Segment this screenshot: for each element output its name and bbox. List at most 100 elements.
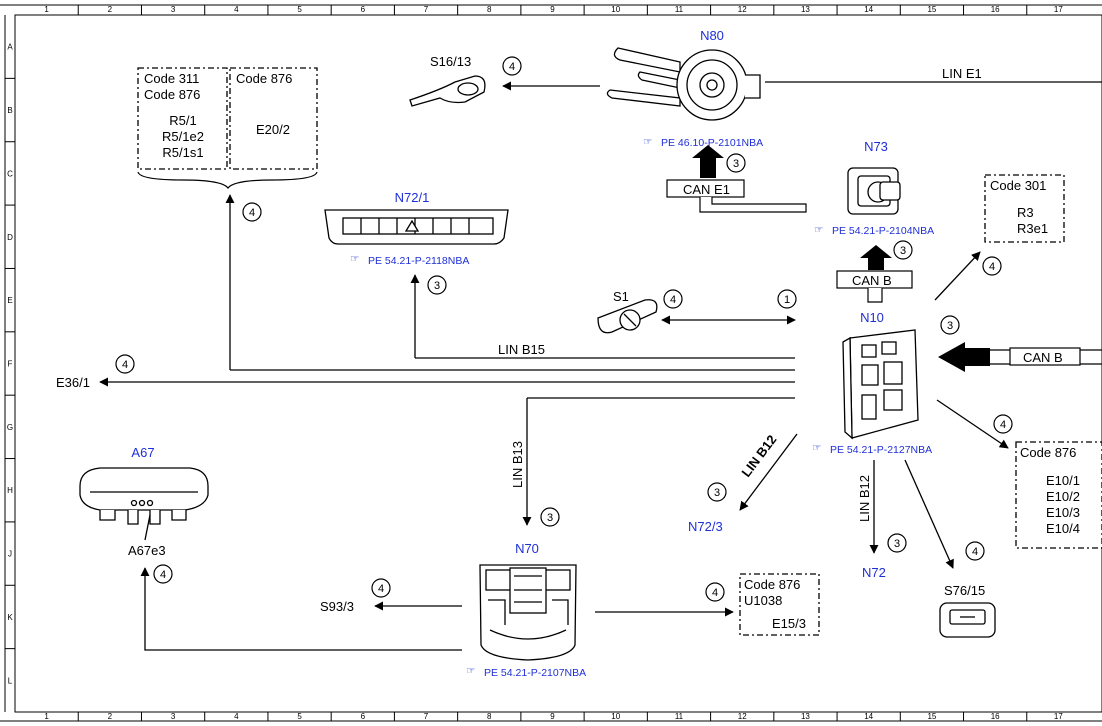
- s1-switch-icon[interactable]: [597, 299, 658, 334]
- code876-e10-line-5: E10/3: [1046, 505, 1080, 520]
- marker-m-n80: 3: [726, 153, 746, 173]
- a67e3-label: A67e3: [128, 543, 166, 558]
- n10-ref-link[interactable]: ☞ PE 54.21-P-2127NBA: [812, 442, 932, 456]
- svg-text:4: 4: [378, 583, 384, 595]
- grid-row-K: K: [7, 613, 13, 622]
- marker-m-code876-e10: 4: [993, 414, 1013, 434]
- n72-1-panel-icon[interactable]: [324, 209, 509, 245]
- lin-b15-label: LIN B15: [498, 342, 545, 357]
- marker-m-n72-3: 3: [707, 482, 727, 502]
- n80-module-icon[interactable]: [606, 47, 761, 121]
- code876-u1038-box: [739, 573, 820, 636]
- grid-col-11: 11: [675, 5, 684, 14]
- n73-ref: PE 54.21-P-2104NBA: [832, 225, 934, 237]
- grid-col-9: 9: [550, 5, 555, 14]
- grid-col-13: 13: [801, 5, 810, 14]
- grid-col-13: 13: [801, 712, 810, 721]
- hand-pointer-icon: ☞: [350, 253, 359, 265]
- a67-label: A67: [131, 445, 154, 460]
- svg-text:4: 4: [509, 61, 515, 73]
- can-b-right-label: CAN B: [1023, 350, 1063, 365]
- hand-pointer-icon: ☞: [643, 136, 652, 148]
- n70-ref: PE 54.21-P-2107NBA: [484, 667, 586, 679]
- n10-label: N10: [860, 310, 884, 325]
- grid-col-8: 8: [487, 5, 492, 14]
- n10-module-icon[interactable]: [842, 329, 919, 440]
- s16-13-switch-icon[interactable]: [409, 75, 486, 107]
- can-e1-label: CAN E1: [683, 182, 730, 197]
- grid-row-F: F: [8, 360, 13, 369]
- grid-row-G: G: [7, 423, 13, 432]
- marker-m-a67: 4: [153, 564, 173, 584]
- grid-col-7: 7: [424, 5, 429, 14]
- n73-ref-link[interactable]: ☞ PE 54.21-P-2104NBA: [814, 224, 934, 237]
- n72-1-ref: PE 54.21-P-2118NBA: [368, 255, 469, 267]
- n72-label: N72: [862, 565, 886, 580]
- svg-text:3: 3: [733, 158, 739, 170]
- lin-b13-label: LIN B13: [510, 441, 525, 488]
- n80-label: N80: [700, 28, 724, 43]
- grid-col-1: 1: [44, 712, 49, 721]
- grid-col-12: 12: [738, 5, 747, 14]
- code876-e10-line-3: E10/1: [1046, 473, 1080, 488]
- code301-line-1: Code 301: [990, 178, 1046, 193]
- code311-line-5: R5/1e2: [162, 129, 204, 144]
- s16-13-label: S16/13: [430, 54, 471, 69]
- can-e1-arrow: [692, 145, 724, 178]
- grid-col-17: 17: [1054, 5, 1063, 14]
- n72-1-ref-link[interactable]: ☞ PE 54.21-P-2118NBA: [350, 253, 469, 267]
- marker-m-s1: 4: [663, 289, 683, 309]
- s93-3-label: S93/3: [320, 599, 354, 614]
- marker-m-u1038: 4: [705, 582, 725, 602]
- svg-text:4: 4: [712, 587, 718, 599]
- marker-m-code301: 4: [982, 256, 1002, 276]
- n70-label: N70: [515, 541, 539, 556]
- grid-col-1: 1: [44, 5, 49, 14]
- a67-mirror-icon[interactable]: [79, 467, 209, 541]
- can-b-right-arrow: [938, 342, 990, 372]
- marker-m-n10: 3: [940, 315, 960, 335]
- n80-ref-link[interactable]: ☞ PE 46.10-P-2101NBA: [643, 136, 763, 149]
- marker-m-s93: 4: [371, 578, 391, 598]
- code876-e10-box: [1015, 441, 1102, 549]
- marker-m-code311: 4: [242, 202, 262, 222]
- n72-1-label: N72/1: [395, 190, 430, 205]
- code301-box: [984, 174, 1065, 243]
- lin-b12-diag-label: LIN B12: [738, 432, 779, 480]
- s76-15-switch-icon[interactable]: [939, 602, 996, 638]
- marker-m-s76: 4: [965, 541, 985, 561]
- svg-text:4: 4: [670, 294, 676, 306]
- code876-e20-line-3: E20/2: [256, 122, 290, 137]
- marker-m-s16: 4: [502, 56, 522, 76]
- n72-3-label: N72/3: [688, 519, 723, 534]
- marker-m-n72-1: 3: [427, 275, 447, 295]
- lin-b12-vert-label: LIN B12: [857, 475, 872, 522]
- n80-ref: PE 46.10-P-2101NBA: [661, 137, 763, 149]
- code876-e10-line-1: Code 876: [1020, 445, 1076, 460]
- svg-text:3: 3: [547, 512, 553, 524]
- hand-pointer-icon: ☞: [814, 224, 823, 236]
- code876-u1038-line-4: E15/3: [772, 616, 806, 631]
- code301-line-3: R3: [1017, 205, 1034, 220]
- svg-text:4: 4: [989, 261, 995, 273]
- code301-line-4: R3e1: [1017, 221, 1048, 236]
- n70-ref-link[interactable]: ☞ PE 54.21-P-2107NBA: [466, 665, 586, 679]
- grid-col-12: 12: [738, 712, 747, 721]
- lin-e1-label: LIN E1: [942, 66, 982, 81]
- code876-u1038-line-2: U1038: [744, 593, 782, 608]
- grid-row-J: J: [8, 550, 12, 559]
- hand-pointer-icon: ☞: [466, 665, 475, 677]
- can-b-top-label: CAN B: [852, 273, 892, 288]
- n73-ignition-icon[interactable]: [847, 167, 901, 215]
- grid-col-15: 15: [927, 712, 936, 721]
- can-b-top-arrow: [860, 245, 892, 270]
- n70-overhead-unit-icon[interactable]: [479, 564, 577, 661]
- grid-col-17: 17: [1054, 712, 1063, 721]
- code311-line-1: Code 311: [144, 71, 199, 86]
- code876-e20-box: [229, 67, 318, 170]
- grid-col-14: 14: [864, 712, 873, 721]
- frame-border: [14, 14, 1102, 713]
- grid-col-8: 8: [487, 712, 492, 721]
- code876-u1038-line-1: Code 876: [744, 577, 800, 592]
